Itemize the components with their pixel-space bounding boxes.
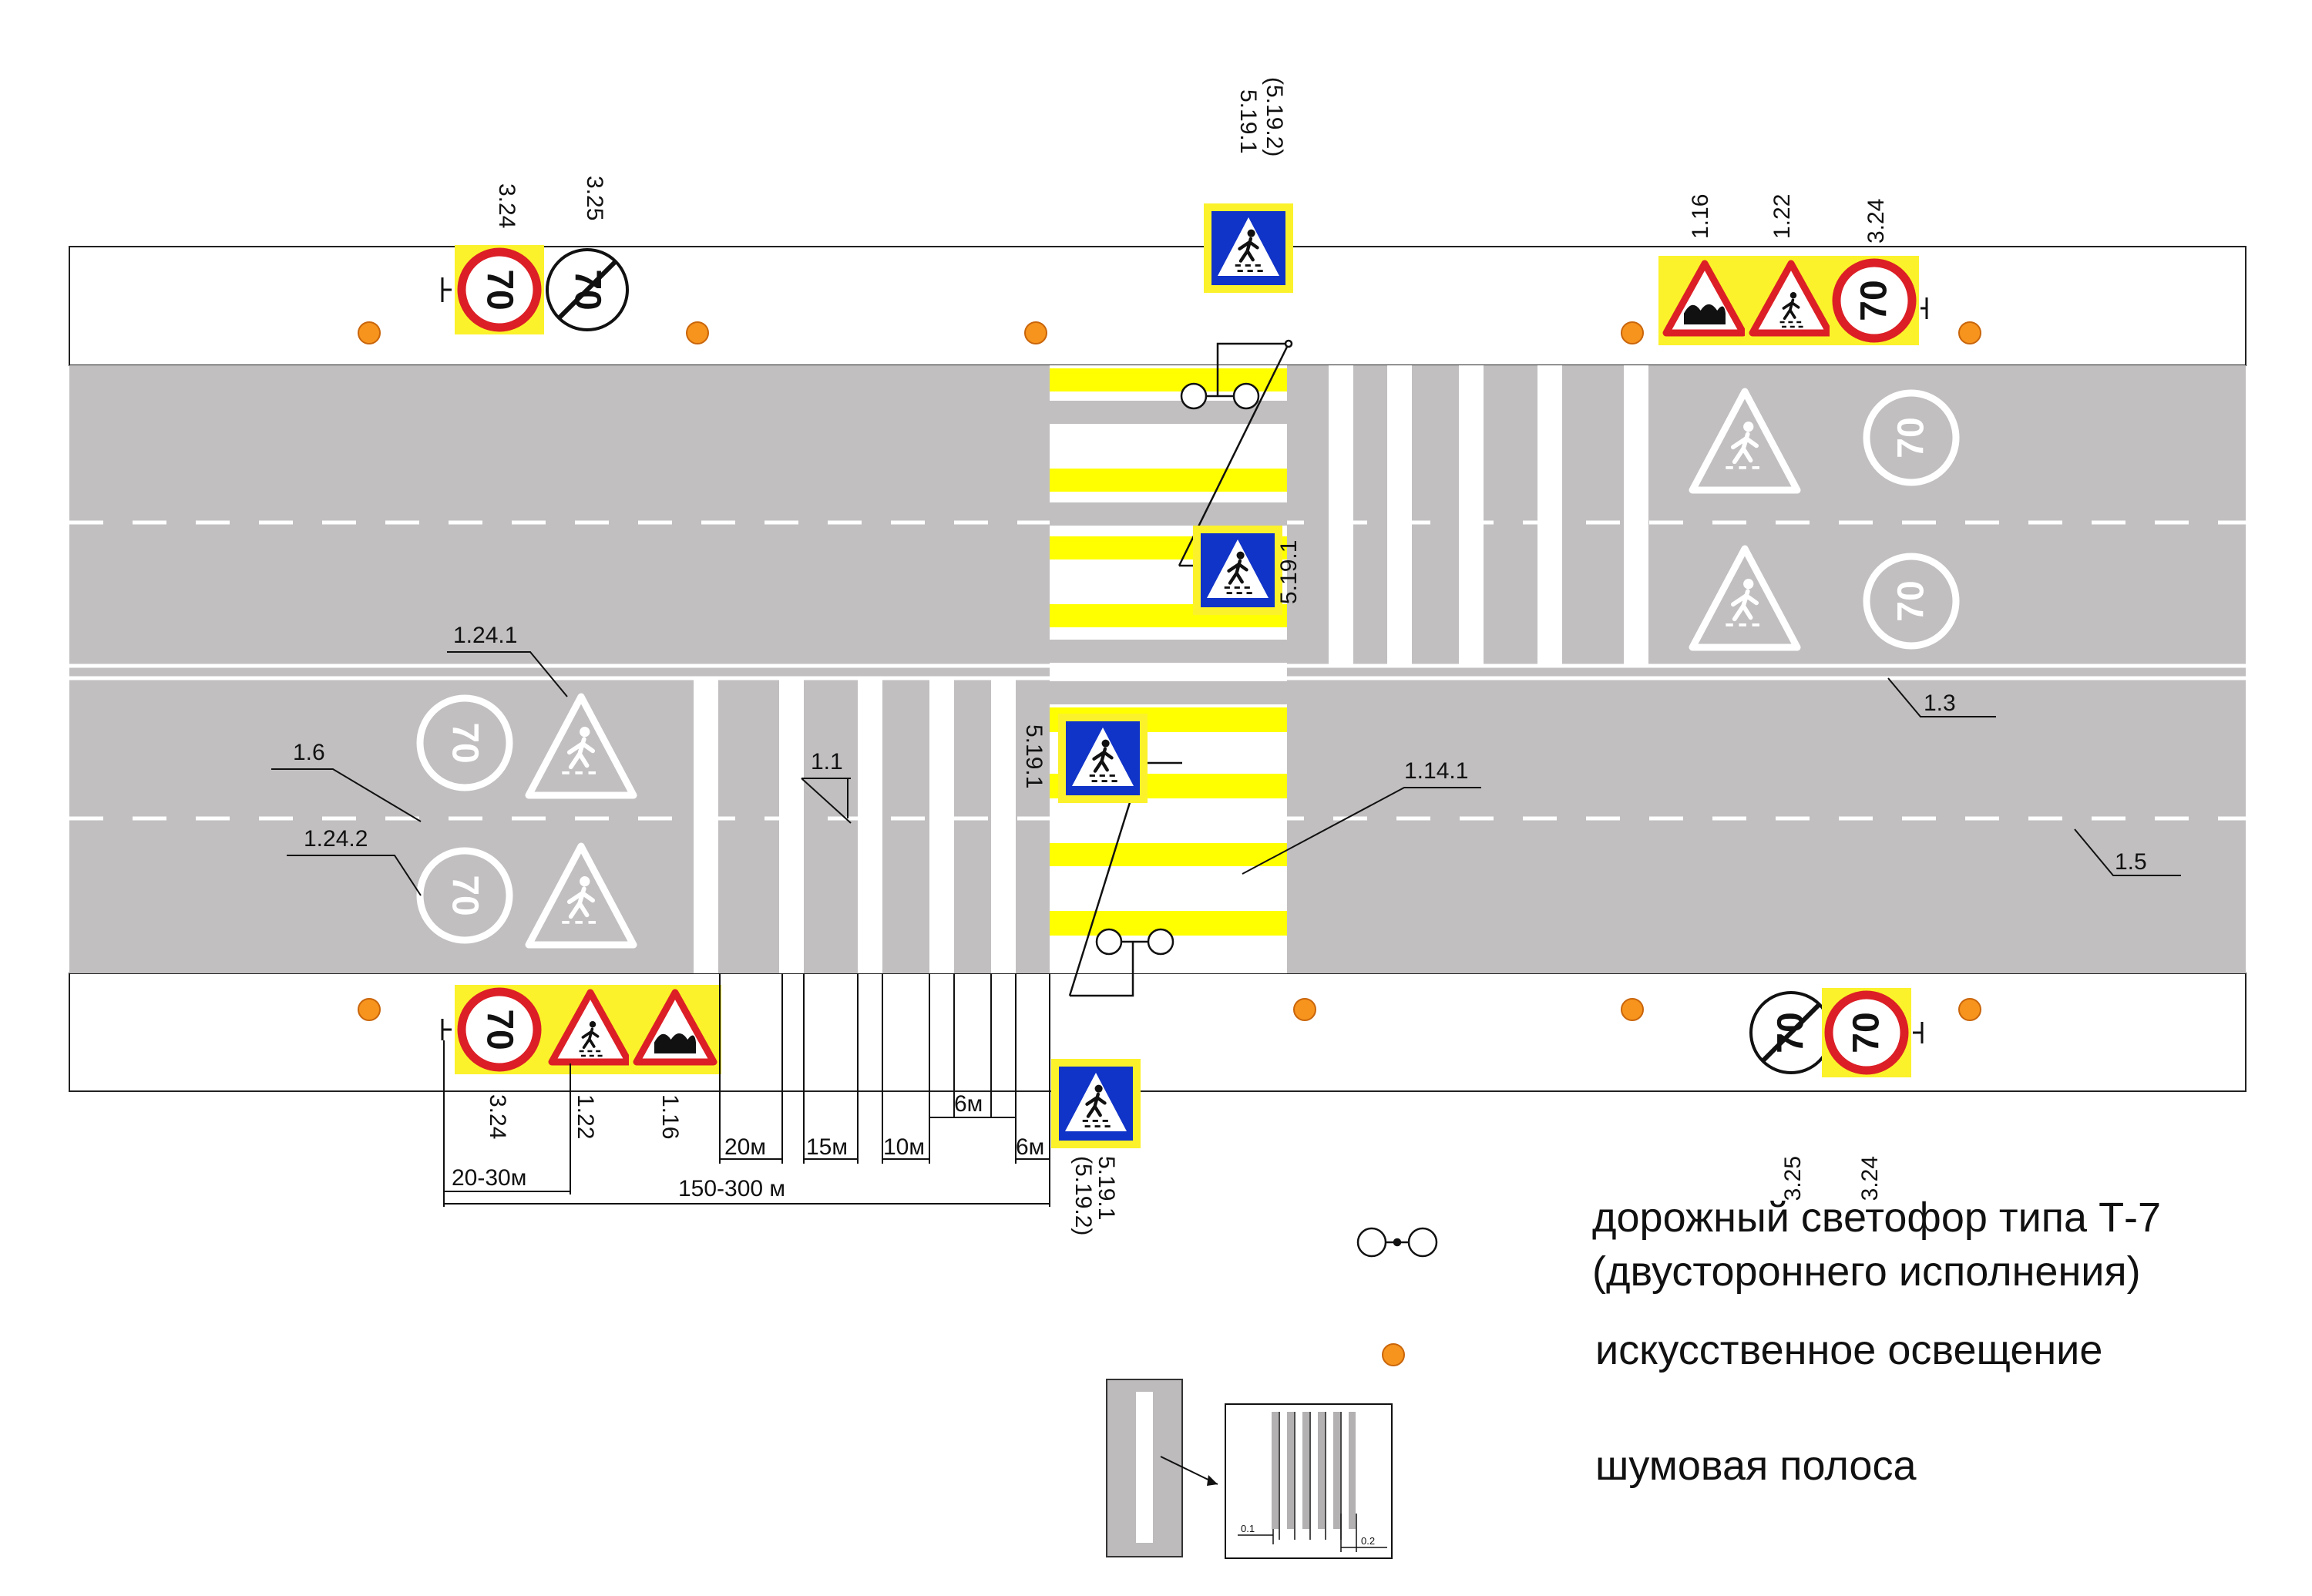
marking-speed-circle-left-top: 70	[420, 698, 509, 788]
dimension-label: 150-300 м	[678, 1176, 785, 1201]
lamp-icon	[358, 321, 381, 344]
sign-code: 5.19.1	[1276, 540, 1302, 604]
marking-speed-circle-left-bottom: 70	[420, 851, 509, 940]
pedestrian-crossing	[1050, 365, 1287, 973]
legend-lighting-text: искусственное освещение	[1595, 1327, 2102, 1373]
svg-text:70: 70	[567, 269, 608, 310]
speed-limit-sign-icon: 70	[1830, 256, 1919, 345]
end-speed-limit-sign-icon: 70	[547, 250, 627, 330]
sign-group-top-right: 70 1.16 1.22 3.24	[1658, 194, 1928, 345]
pedestrian-crossing-sign-icon	[1193, 526, 1282, 615]
lamp-icon	[686, 321, 709, 344]
marking-label: 1.3	[1924, 690, 1956, 716]
rumble-strips-right	[1329, 365, 1648, 667]
legend-traffic-light-line2: (двустороннего исполнения)	[1592, 1248, 2141, 1295]
sign-code: 3.24	[485, 1094, 510, 1139]
svg-text:70: 70	[1771, 1012, 1812, 1053]
marking-label: 1.14.1	[1404, 758, 1468, 784]
sign-code: (5.19.2)	[1262, 77, 1287, 156]
legend-lighting-icon	[1382, 1343, 1405, 1366]
sign-group-mid-right: 5.19.1	[1193, 526, 1302, 615]
lamp-icon	[1621, 998, 1644, 1021]
marking-speed-text: 70	[445, 875, 486, 916]
dimension-label: 20-30м	[452, 1165, 526, 1191]
svg-text:70: 70	[479, 269, 520, 310]
marking-label: 1.24.2	[304, 826, 368, 852]
marking-label: 1.1	[811, 749, 843, 774]
sign-group-top-left: 70 70 3.24 3.25	[441, 176, 627, 334]
bump-warning-sign-icon	[629, 985, 721, 1074]
marking-label: 1.24.1	[453, 623, 517, 648]
pedestrian-crossing-sign-icon	[1204, 203, 1293, 293]
legend-rumble-strip-text: шумовая полоса	[1595, 1443, 1917, 1489]
sign-group-bottom-right: 70 70 3.25 3.24	[1751, 988, 1924, 1201]
dimension-label: 6м	[1016, 1134, 1044, 1160]
traffic-light-bottom	[1068, 761, 1182, 997]
sign-code: 3.25	[582, 176, 607, 220]
detail-dim-small: 0.1	[1241, 1523, 1255, 1534]
sign-code: 1.16	[1688, 194, 1713, 239]
sign-code: 1.22	[1769, 194, 1795, 239]
dimension-label: 20м	[724, 1134, 766, 1160]
end-speed-limit-sign-icon: 70	[1751, 993, 1831, 1073]
sign-code: (5.19.2)	[1070, 1156, 1096, 1235]
marking-label: 1.6	[293, 740, 325, 765]
lamp-icon	[1293, 998, 1316, 1021]
lighting-lamps	[358, 321, 1981, 1021]
sign-group-bottom-left: 70 3.24 1.22 1.16	[441, 985, 721, 1139]
dimension-label: 6м	[954, 1091, 983, 1117]
top-shoulder	[69, 246, 2246, 366]
marking-labels	[271, 651, 2181, 896]
marking-speed-circle-right-top: 70	[1867, 393, 1956, 482]
sign-code: 3.24	[1863, 199, 1889, 244]
sign-code: 1.22	[573, 1094, 598, 1139]
pedestrian-crossing-sign-icon	[1051, 1059, 1141, 1148]
legend-traffic-light-line1: дорожный светофор типа Т-7	[1592, 1194, 2161, 1241]
marking-speed-text: 70	[1891, 417, 1932, 458]
rumble-strips-left	[694, 677, 1016, 973]
sign-code: 3.24	[494, 183, 519, 228]
pedestrian-crossing-sign-icon	[1058, 714, 1148, 803]
marking-speed-circle-right-bottom: 70	[1867, 556, 1956, 646]
sign-code: 5.19.1	[1235, 89, 1261, 153]
sign-code: 1.16	[657, 1094, 683, 1139]
sign-code: 5.19.1	[1021, 724, 1047, 788]
svg-text:70: 70	[479, 1009, 520, 1050]
dimension-label: 10м	[883, 1134, 925, 1160]
sign-group-top-center: 5.19.1 (5.19.2)	[1204, 77, 1293, 293]
svg-text:70: 70	[1847, 1012, 1887, 1053]
legend-rumble-strip-icon: 0.1 0.2	[1106, 1379, 1393, 1559]
sign-group-bottom-center: 5.19.1 (5.19.2)	[1051, 1059, 1141, 1235]
dimension-label: 15м	[806, 1134, 848, 1160]
sign-code: 3.25	[1780, 1156, 1806, 1201]
lamp-icon	[1958, 321, 1981, 344]
lamp-icon	[1024, 321, 1047, 344]
lamp-icon	[1958, 998, 1981, 1021]
svg-text:70: 70	[1854, 280, 1895, 321]
marking-speed-text: 70	[445, 722, 486, 763]
sign-group-mid-left: 5.19.1	[1021, 714, 1148, 803]
lamp-icon	[1621, 321, 1644, 344]
marking-speed-text: 70	[1891, 580, 1932, 621]
speed-limit-sign-icon: 70	[455, 985, 544, 1074]
detail-dim-large: 0.2	[1361, 1535, 1375, 1547]
legend-traffic-light-icon	[1356, 1227, 1438, 1258]
marking-label: 1.5	[2115, 849, 2147, 875]
sign-code: 3.24	[1857, 1156, 1883, 1201]
speed-limit-sign-icon: 70	[1822, 988, 1911, 1077]
pedestrian-warning-sign-icon	[544, 985, 637, 1074]
pedestrian-warning-sign-icon	[1745, 256, 1837, 345]
lamp-icon	[358, 998, 381, 1021]
sign-code: 5.19.1	[1094, 1156, 1119, 1220]
speed-limit-sign-icon: 70	[455, 245, 544, 334]
traffic-light-top	[1178, 339, 1293, 567]
bump-warning-sign-icon	[1658, 256, 1751, 345]
dimension-lines	[443, 973, 1050, 1207]
